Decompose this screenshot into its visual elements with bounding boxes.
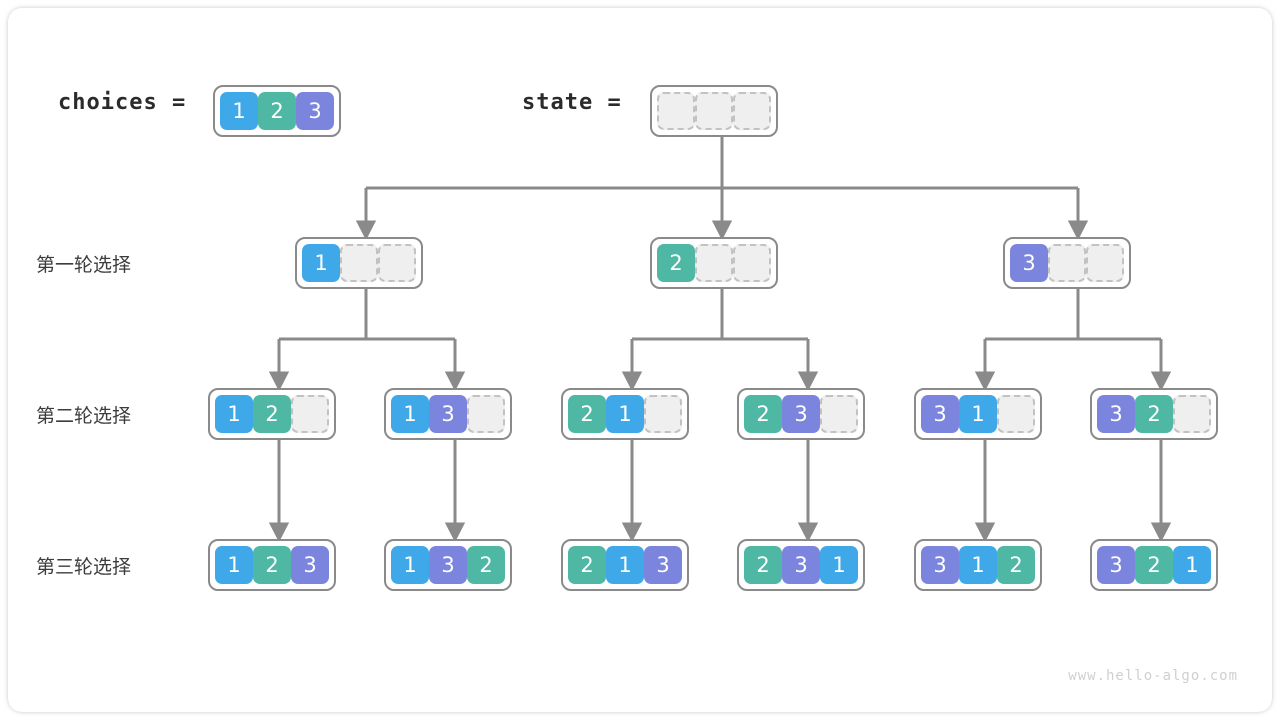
array-cell-3: 3: [1010, 244, 1048, 282]
array-cell-3: 3: [782, 546, 820, 584]
array-cell-2: 2: [744, 395, 782, 433]
array-cell-1: 1: [959, 546, 997, 584]
array-cell-2: 2: [1135, 546, 1173, 584]
array-cell-1: 1: [220, 92, 258, 130]
array-cell-empty: [1048, 244, 1086, 282]
array-cell-3: 3: [429, 546, 467, 584]
array-cell-empty: [644, 395, 682, 433]
watermark: www.hello-algo.com: [1068, 668, 1238, 684]
array-cell-2: 2: [568, 546, 606, 584]
row-label-round-3: 第三轮选择: [36, 556, 132, 578]
array-cell-2: 2: [568, 395, 606, 433]
array-cell-3: 3: [291, 546, 329, 584]
state-array: [650, 85, 778, 137]
round1-array-2: 2: [650, 237, 778, 289]
array-cell-2: 2: [744, 546, 782, 584]
array-cell-empty: [820, 395, 858, 433]
array-cell-2: 2: [657, 244, 695, 282]
array-cell-1: 1: [302, 244, 340, 282]
row-label-round-2: 第二轮选择: [36, 405, 132, 427]
array-cell-empty: [378, 244, 416, 282]
array-cell-empty: [657, 92, 695, 130]
array-cell-1: 1: [391, 395, 429, 433]
array-cell-empty: [695, 92, 733, 130]
array-cell-empty: [733, 244, 771, 282]
round1-array-3: 3: [1003, 237, 1131, 289]
diagram-card: [8, 8, 1272, 712]
array-cell-2: 2: [1135, 395, 1173, 433]
array-cell-empty: [997, 395, 1035, 433]
array-cell-empty: [291, 395, 329, 433]
array-cell-3: 3: [921, 546, 959, 584]
array-cell-1: 1: [959, 395, 997, 433]
state-label: state =: [522, 90, 622, 115]
array-cell-1: 1: [215, 395, 253, 433]
array-cell-2: 2: [467, 546, 505, 584]
array-cell-2: 2: [253, 546, 291, 584]
round1-array-1: 1: [295, 237, 423, 289]
choices-label: choices =: [58, 90, 187, 115]
array-cell-1: 1: [606, 395, 644, 433]
array-cell-empty: [340, 244, 378, 282]
array-cell-1: 1: [820, 546, 858, 584]
array-cell-empty: [1086, 244, 1124, 282]
array-cell-empty: [733, 92, 771, 130]
array-cell-3: 3: [644, 546, 682, 584]
array-cell-3: 3: [782, 395, 820, 433]
array-cell-2: 2: [997, 546, 1035, 584]
array-cell-1: 1: [215, 546, 253, 584]
array-cell-3: 3: [1097, 395, 1135, 433]
array-cell-3: 3: [429, 395, 467, 433]
array-cell-1: 1: [606, 546, 644, 584]
array-cell-3: 3: [1097, 546, 1135, 584]
row-label-round-1: 第一轮选择: [36, 254, 132, 276]
array-cell-empty: [467, 395, 505, 433]
array-cell-3: 3: [921, 395, 959, 433]
array-cell-2: 2: [258, 92, 296, 130]
array-cell-2: 2: [253, 395, 291, 433]
array-cell-1: 1: [391, 546, 429, 584]
array-cell-empty: [695, 244, 733, 282]
array-cell-empty: [1173, 395, 1211, 433]
array-cell-3: 3: [296, 92, 334, 130]
array-cell-1: 1: [1173, 546, 1211, 584]
